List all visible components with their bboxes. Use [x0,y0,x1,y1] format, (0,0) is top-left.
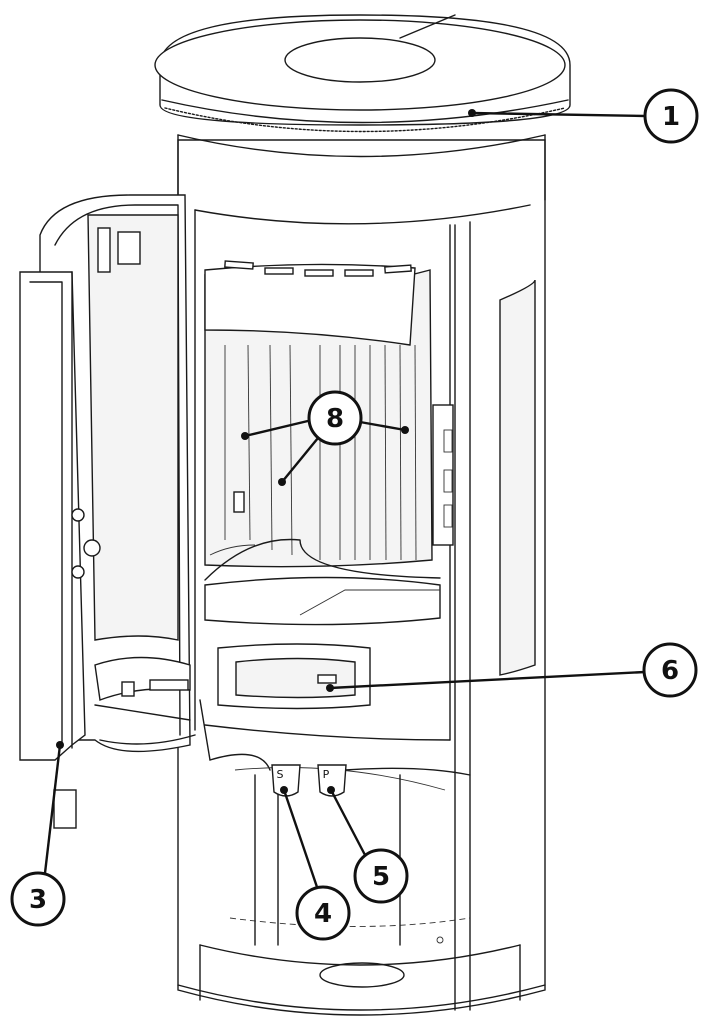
right-side-panel [454,221,536,1011]
baffle-plate [204,263,416,346]
side-window [499,279,536,676]
door-foot [53,789,77,829]
callout-3: 3 [10,871,66,927]
door-glass [87,214,179,641]
top-hotplate [284,37,436,83]
hearth-front [204,576,441,626]
callout-5-label: 5 [372,862,390,892]
base-hole [319,962,405,988]
ash-pan-handle [235,657,356,699]
top-lid [154,14,571,225]
leader-lines [43,109,646,891]
ash-pan [217,643,371,710]
callout-1: 1 [643,88,699,144]
air-slots [224,260,412,277]
callout-4: 4 [295,885,351,941]
callout-8-label: 8 [326,404,344,434]
callout-3-label: 3 [29,885,47,915]
lever-s [271,764,301,797]
callout-6-label: 6 [661,656,679,686]
callout-5: 5 [353,848,409,904]
callout-6: 6 [642,642,698,698]
callout-1-label: 1 [662,102,680,132]
open-door [19,194,196,829]
callout-8: 8 [307,390,363,446]
lever-p-letter: P [323,768,330,781]
door-latch-bracket [432,404,454,546]
callout-4-label: 4 [314,899,332,929]
liner-panels [224,344,417,561]
lever-s-letter: S [277,768,284,781]
